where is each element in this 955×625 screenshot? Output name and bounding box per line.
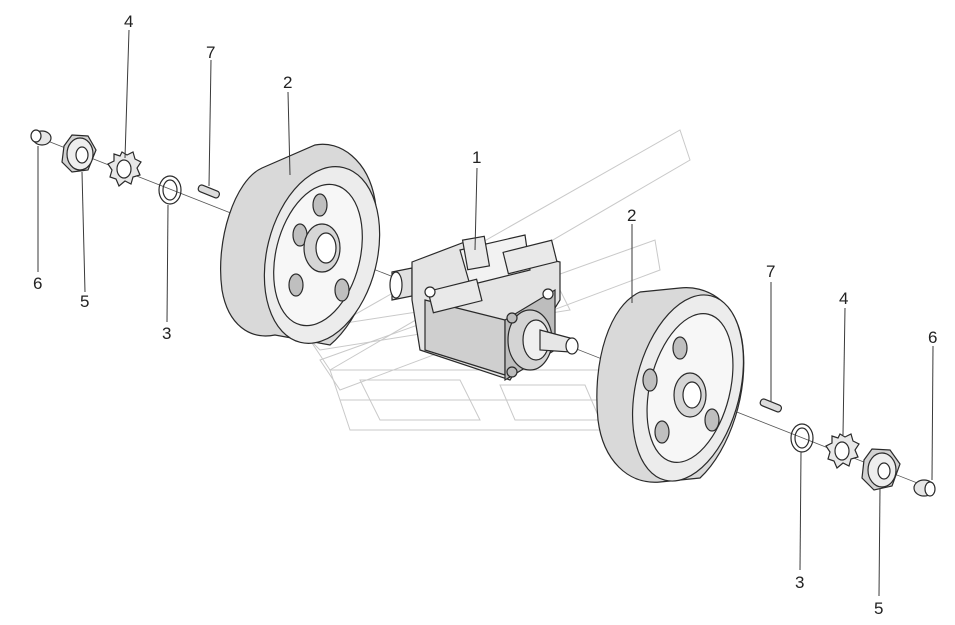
left-nut-cap bbox=[30, 129, 52, 146]
callout-left-lock-washer: 4 bbox=[124, 12, 133, 31]
left-wheel bbox=[220, 143, 381, 346]
right-nut-cap bbox=[913, 479, 936, 497]
right-hex-nut bbox=[861, 448, 901, 491]
right-wheel bbox=[596, 287, 745, 483]
callout-right-snap-ring: 3 bbox=[795, 573, 804, 592]
left-snap-ring bbox=[158, 175, 182, 205]
callout-left-nut-cap: 6 bbox=[33, 274, 42, 293]
callout-right-wheel: 2 bbox=[627, 206, 636, 225]
right-snap-ring bbox=[790, 423, 814, 453]
callout-numbers: 6 5 4 3 7 2 1 2 7 4 6 3 5 bbox=[33, 12, 937, 618]
callout-center-body: 1 bbox=[472, 148, 481, 167]
callout-left-wheel: 2 bbox=[283, 73, 292, 92]
callout-leaders bbox=[37, 29, 934, 597]
callout-right-nut: 5 bbox=[874, 599, 883, 618]
callout-right-key: 7 bbox=[766, 262, 775, 281]
left-hex-nut bbox=[61, 134, 97, 173]
callout-left-snap-ring: 3 bbox=[162, 324, 171, 343]
left-key bbox=[197, 184, 221, 199]
right-lock-washer bbox=[825, 433, 860, 469]
callout-right-nut-cap: 6 bbox=[928, 328, 937, 347]
left-lock-washer bbox=[107, 151, 142, 187]
right-key bbox=[759, 398, 783, 413]
callout-left-key: 7 bbox=[206, 43, 215, 62]
callout-right-lock-washer: 4 bbox=[839, 289, 848, 308]
callout-left-nut: 5 bbox=[80, 292, 89, 311]
center-drive-body bbox=[389, 234, 579, 382]
